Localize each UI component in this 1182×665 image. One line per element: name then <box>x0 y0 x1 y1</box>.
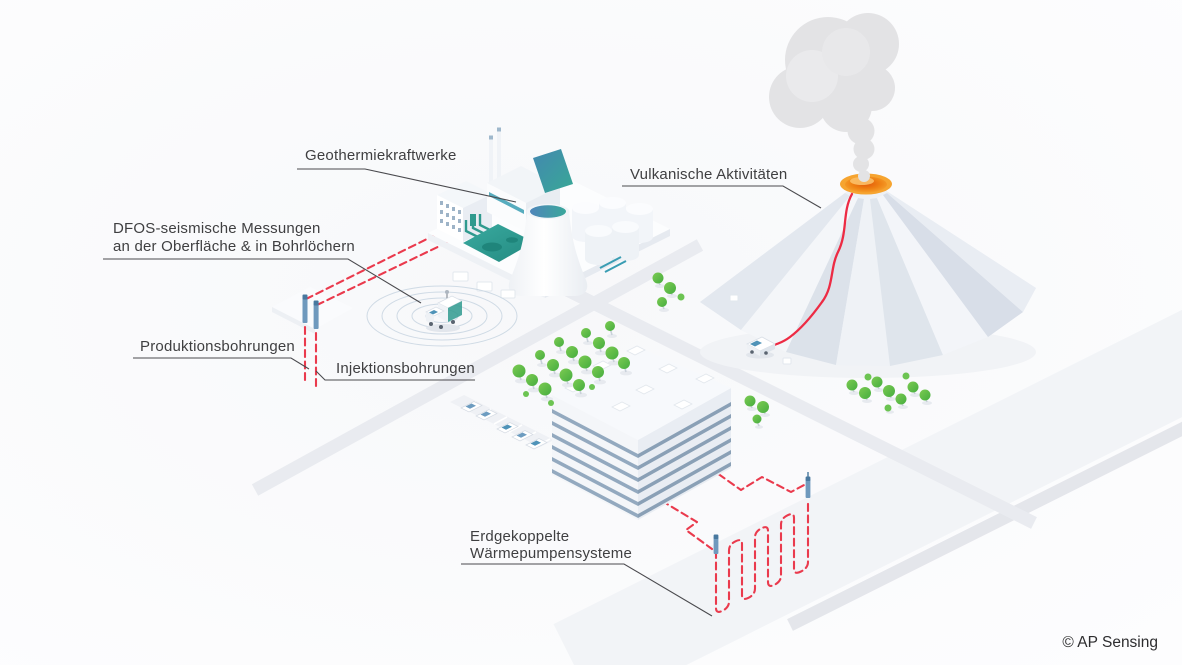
label-injection-wells: Injektionsbohrungen <box>336 360 475 377</box>
survey-van <box>746 336 776 359</box>
plant-chimneys <box>489 127 501 192</box>
bottom-right-band <box>553 309 1182 665</box>
volcano <box>700 172 1036 378</box>
dfos-borehole-cables <box>303 228 450 392</box>
tower-opening <box>530 205 566 218</box>
pointer-heat-pump <box>461 563 713 617</box>
office-building <box>552 345 731 520</box>
thermal-pond <box>463 224 534 262</box>
storage-tanks <box>572 197 653 273</box>
tree-cluster-right-of-building <box>744 395 770 429</box>
label-heat-pump-line2: Wärmepumpensysteme <box>470 545 632 562</box>
geothermal-power-plant <box>428 127 670 299</box>
truck-teal-panel <box>448 301 462 322</box>
truck-windshield <box>429 310 438 315</box>
label-dfos-line1: DFOS-seismische Messungen <box>113 220 321 237</box>
tree-cluster-central <box>512 321 632 406</box>
pipe-to-right-borehole <box>698 459 808 494</box>
teal-ground-stripes <box>599 256 627 273</box>
plant-back-building <box>437 181 492 242</box>
annotation-heat-pump: Erdgekoppelte Wärmepumpensysteme <box>461 528 713 617</box>
label-heat-pump-line1: Erdgekoppelte <box>470 528 569 545</box>
roof-panel <box>533 149 573 193</box>
label-dfos-line2: an der Oberfläche & in Bohrlöchern <box>113 238 355 255</box>
tree-cluster-east <box>846 372 932 414</box>
borehole-serpentine-loop <box>714 500 810 613</box>
pointer-production <box>133 357 310 370</box>
heat-pump-borehole-left <box>713 534 719 554</box>
window-grid <box>440 201 461 232</box>
label-volcanic-activity: Vulkanische Aktivitäten <box>630 166 787 183</box>
car <box>511 430 534 442</box>
annotation-dfos: DFOS-seismische Messungen an der Oberflä… <box>103 220 422 304</box>
annotation-production-wells: Produktionsbohrungen <box>133 338 310 370</box>
van-windshield <box>750 340 762 347</box>
surface-cable-2 <box>315 240 450 307</box>
car <box>496 422 519 434</box>
fiber-cable-on-volcano <box>762 192 854 349</box>
pointer-volcanic <box>622 185 822 209</box>
gray-stripe <box>787 421 1182 631</box>
annotation-injection-wells: Injektionsbohrungen <box>315 360 475 381</box>
seismic-truck <box>425 290 463 332</box>
floor-stripes-right <box>638 402 731 518</box>
roof-vents <box>564 345 715 412</box>
pipe-to-left-borehole <box>650 493 714 551</box>
tree-cluster-plant <box>652 272 685 312</box>
copyright-text: © AP Sensing <box>1062 634 1158 651</box>
annotations: Geothermiekraftwerke Vulkanische Aktivit… <box>103 147 822 617</box>
pointer-geothermal <box>297 168 517 203</box>
heat-pump-loop-field <box>650 459 811 613</box>
car <box>525 438 548 450</box>
production-borehole-pipe <box>302 294 308 323</box>
surface-cable-1 <box>304 228 447 301</box>
cooling-tower <box>508 203 588 296</box>
plant-crates <box>452 271 516 299</box>
trees <box>512 272 932 429</box>
smoke-plume <box>769 13 899 182</box>
pointer-injection <box>315 370 475 381</box>
pointer-dfos <box>103 258 422 304</box>
building-roof <box>552 349 731 440</box>
crater <box>840 173 892 195</box>
floor-stripes-left <box>552 409 638 518</box>
tank <box>612 221 639 261</box>
label-geothermal-plants: Geothermiekraftwerke <box>305 147 457 164</box>
label-production-wells: Produktionsbohrungen <box>140 338 295 355</box>
car <box>475 409 498 421</box>
street-ne <box>251 239 704 496</box>
car <box>460 401 483 413</box>
parking-lot-cars <box>460 401 548 450</box>
rocks <box>729 294 792 365</box>
annotation-geothermal-plants: Geothermiekraftwerke <box>297 147 517 203</box>
injection-borehole-pipe <box>313 300 319 329</box>
heat-pump-borehole-right <box>805 472 811 498</box>
tank <box>585 225 612 265</box>
annotation-volcanic-activity: Vulkanische Aktivitäten <box>622 166 822 209</box>
